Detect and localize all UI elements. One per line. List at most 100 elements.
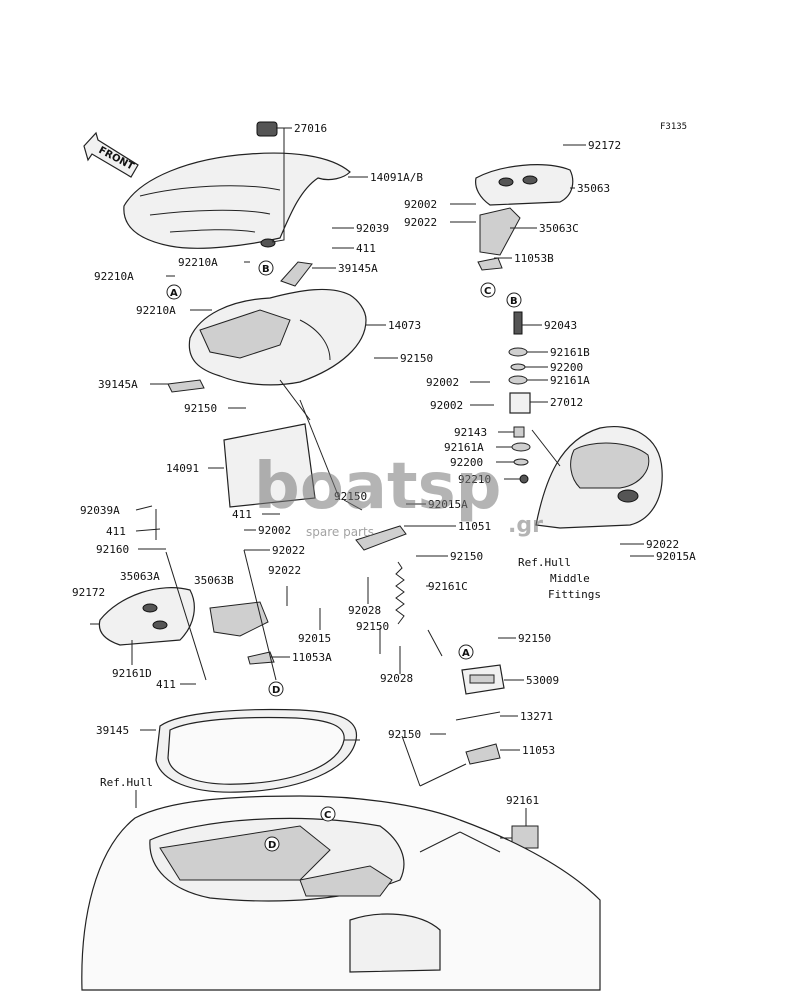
watermark-tld: .gr [508,513,543,538]
cover-35063a [98,587,195,646]
part-label: 35063 [577,182,610,195]
svg-text:C: C [484,286,491,297]
hinge-35063b [209,601,269,637]
bracket-11051 [355,525,407,551]
part-label: 92002 [258,524,291,537]
ref-hull-middle-line3: Fittings [548,588,601,601]
part-label: 411 [356,242,376,255]
part-label: 92210 [458,473,491,486]
part-label: 14091 [166,462,199,475]
pin-92043 [513,311,523,335]
callout-d-left: D [268,681,284,697]
washer-92161a-lower [511,442,531,452]
plate-11053b [477,257,503,271]
hull [81,795,601,991]
callout-b-right: B [506,292,522,308]
part-label: 35063B [194,574,234,587]
part-label: 11051 [458,520,491,533]
part-label: 92160 [96,543,129,556]
part-label: 92161C [428,580,468,593]
svg-text:B: B [262,264,270,275]
washer-92161b [508,347,528,357]
strap-39145a-left [167,379,205,393]
callout-a-lower: A [458,644,474,660]
part-label: 92210A [136,304,176,317]
callout-d-hull: D [264,836,280,852]
seat-14091ab [123,152,351,249]
washer-92200 [510,363,526,371]
washer-92161a [508,375,528,385]
plate-11053 [465,743,501,765]
diagram-code: F3135 [660,122,687,132]
part-label: 13271 [520,710,553,723]
plate-11053a [247,651,275,665]
part-label: 92161B [550,346,590,359]
part-label: 92028 [380,672,413,685]
part-label: 92002 [404,198,437,211]
part-labels: 27016 14091A/B 92039 411 39145A 92210A 9… [72,122,696,807]
part-label: 92150 [400,352,433,365]
part-label: 92150 [518,632,551,645]
part-label: 92150 [388,728,421,741]
front-arrow: FRONT [83,131,139,178]
part-label: 27012 [550,396,583,409]
svg-text:C: C [324,810,331,821]
part-label: 411 [156,678,176,691]
part-label: 92015A [428,498,468,511]
svg-text:A: A [170,288,178,299]
nut-92210 [519,474,529,484]
cap-27016 [256,121,285,248]
part-label: 92150 [450,550,483,563]
part-label: 53009 [526,674,559,687]
part-label: 92150 [184,402,217,415]
strap-39145a-top [280,261,313,287]
watermark: boatsp .gr spare parts [254,450,543,539]
part-label: 92150 [334,490,367,503]
rod-13271 [455,711,501,721]
part-label: 11053 [522,744,555,757]
part-label: 92161A [444,441,484,454]
part-label: 92022 [404,216,437,229]
watermark-tagline: spare parts [306,525,374,539]
latch-53009-inner [469,674,495,684]
spring-92161c [395,561,405,625]
part-label: 14073 [388,319,421,332]
part-label: 11053B [514,252,554,265]
ref-hull-middle-line2: Middle [550,572,590,585]
part-label: 39145 [96,724,129,737]
svg-text:B: B [510,296,518,307]
part-label: 92039 [356,222,389,235]
part-label: 92002 [430,399,463,412]
callout-b-upper: B [258,260,274,276]
washer-92200-lower [513,458,529,466]
latch-27012 [509,392,531,414]
part-label: 39145A [338,262,378,275]
hinge-35063c [479,207,521,256]
part-label: 411 [106,525,126,538]
part-label: 92210A [94,270,134,283]
part-label: 92200 [550,361,583,374]
watermark-brand: boatsp [254,450,501,524]
part-label: 39145A [98,378,138,391]
svg-text:A: A [462,648,470,659]
collar-92143 [513,426,525,438]
cover-35063 [475,164,574,206]
part-label: 411 [232,508,252,521]
leader-lines [90,127,654,853]
part-label: 92022 [272,544,305,557]
part-label: 11053A [292,651,332,664]
part-label: 92143 [454,426,487,439]
svg-text:D: D [272,685,280,696]
part-label: 35063C [539,222,579,235]
part-label: 92161 [506,794,539,807]
part-label: 35063A [120,570,160,583]
part-label: 92002 [426,376,459,389]
part-label: 92028 [348,604,381,617]
cover-14091 [223,423,316,508]
part-label: 92210A [178,256,218,269]
part-label: 92039A [80,504,120,517]
part-label: 92172 [588,139,621,152]
callout-c-hull: C [320,806,336,822]
ref-hull-middle-line1: Ref.Hull [518,556,571,569]
